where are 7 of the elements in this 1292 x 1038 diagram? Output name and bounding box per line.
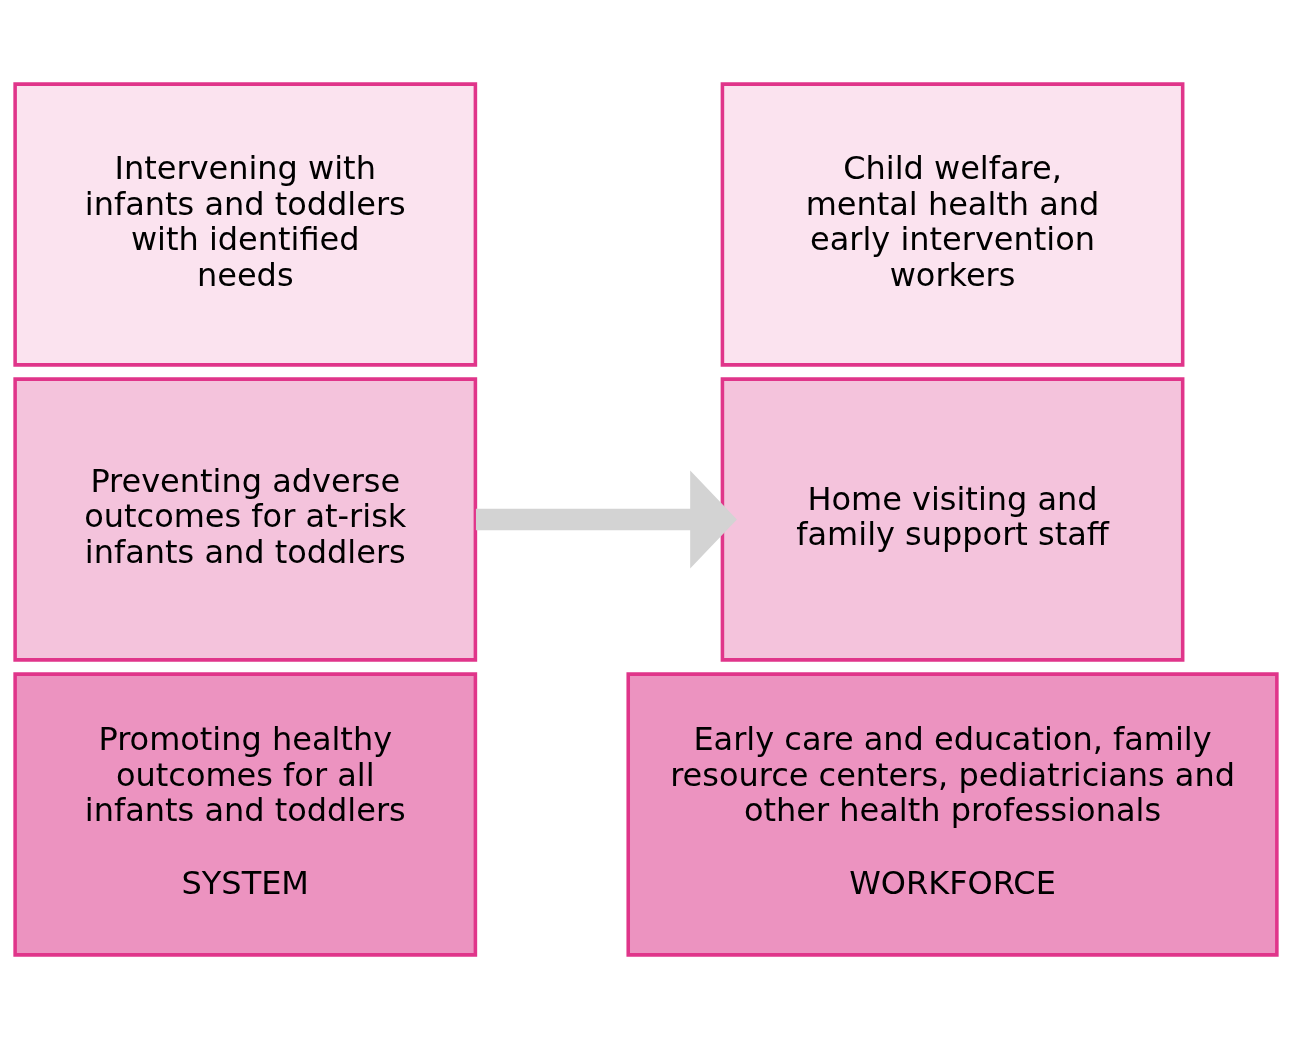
node-box: Early care and education, family resource centers, pediatricians and other health professionals WORKFORCE bbox=[626, 671, 1279, 957]
node-box: Intervening with infants and toddlers with identified needs bbox=[13, 81, 478, 367]
arrow bbox=[475, 469, 737, 569]
node-box: Child welfare, mental health and early intervention workers bbox=[720, 81, 1185, 367]
node-box: Promoting healthy outcomes for all infants and toddlers SYSTEM bbox=[13, 671, 478, 957]
node-box: Home visiting and family support staff bbox=[720, 376, 1185, 662]
node-box: Preventing adverse outcomes for at-risk infants and toddlers bbox=[13, 376, 478, 662]
